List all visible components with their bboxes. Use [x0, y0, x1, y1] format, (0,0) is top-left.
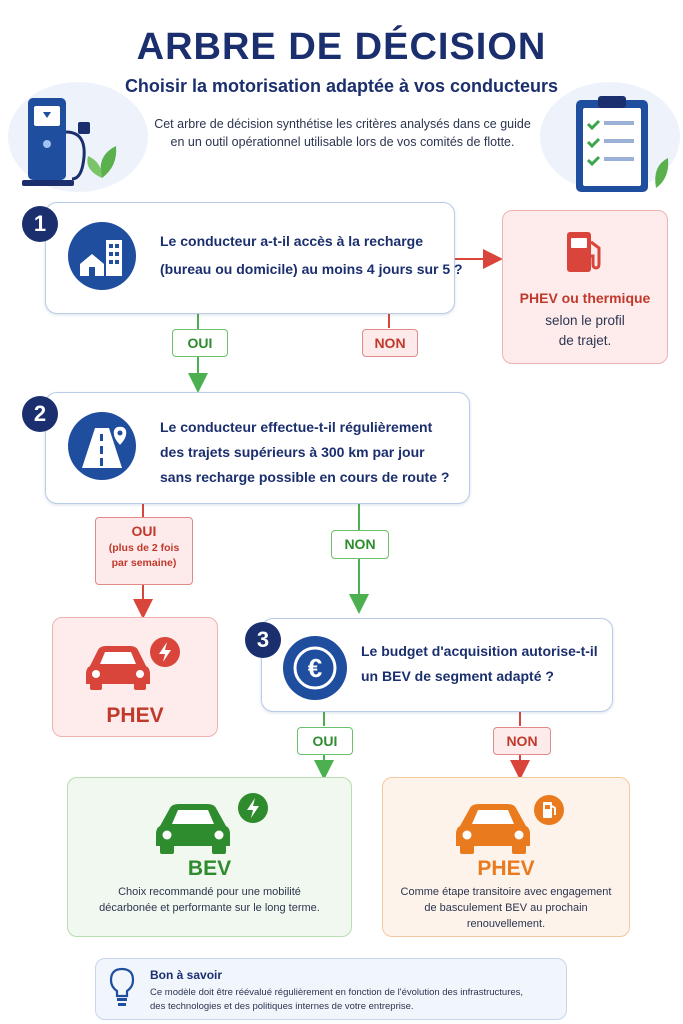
tip-box	[95, 958, 567, 1020]
result-card-phev-transitoire	[382, 777, 630, 937]
fuel-pump-icon	[567, 232, 601, 272]
step-number-3: 3	[245, 622, 281, 658]
tip-title: Bon à savoir	[150, 968, 223, 982]
result-desc-line: Choix recommandé pour une mobilité	[118, 886, 301, 898]
question-text-1: Le conducteur a-t-il accès à la recharge…	[160, 230, 463, 280]
result-title-phev-transitoire: PHEV	[477, 857, 535, 880]
result-desc-phev-transitoire: Comme étape transitoire avec engagement …	[382, 884, 630, 932]
question-line: Le conducteur effectue-t-il régulièremen…	[160, 419, 433, 435]
car-red-icon	[86, 646, 150, 690]
result-title-bev: BEV	[187, 857, 232, 880]
question-box-1	[45, 202, 455, 314]
result-title-phev-thermique: PHEV ou thermique	[519, 290, 651, 306]
branch-label-q1-no: NON	[362, 329, 418, 357]
result-card-bev	[67, 777, 352, 937]
page-title: ARBRE DE DÉCISION	[136, 26, 547, 68]
branch-label-text: OUI	[131, 523, 157, 539]
question-line: des trajets supérieurs à 300 km par jour	[160, 444, 425, 460]
result-desc-line: renouvellement.	[466, 918, 546, 930]
step-number-1: 1	[22, 206, 58, 242]
road-pin-icon	[68, 412, 136, 480]
result-desc-line: selon le profil	[545, 313, 625, 328]
euro-icon: €	[283, 636, 347, 700]
result-desc-phev-thermique: selon le profil de trajet.	[502, 311, 668, 351]
branch-label-q3-yes: OUI	[297, 727, 353, 755]
step-number-2: 2	[22, 396, 58, 432]
question-line: un BEV de segment adapté ?	[361, 668, 554, 684]
result-desc-line: décarbonée et performante sur le long te…	[99, 902, 320, 914]
intro-line: en un outil opérationnel utilisable lors…	[170, 135, 515, 149]
question-text-3: Le budget d'acquisition autorise-t-il un…	[361, 640, 598, 687]
question-line: Le budget d'acquisition autorise-t-il	[361, 643, 598, 659]
branch-label-q3-no: NON	[493, 727, 551, 755]
branch-label-note: (plus de 2 fois	[108, 542, 180, 554]
result-desc-line: de basculement BEV au prochain	[424, 902, 588, 914]
question-line: sans recharge possible en cours de route…	[160, 469, 450, 485]
branch-label-note: par semaine)	[111, 557, 177, 569]
question-line: Le conducteur a-t-il accès à la recharge	[160, 233, 423, 249]
tip-line: des technologies et des politiques inter…	[150, 1001, 414, 1012]
result-desc-bev: Choix recommandé pour une mobilité décar…	[67, 884, 352, 916]
clipboard-checklist-icon	[576, 96, 669, 192]
charging-station-icon	[22, 98, 117, 186]
intro-text: Cet arbre de décision synthétise les cri…	[140, 115, 545, 151]
svg-text:€: €	[308, 653, 322, 683]
branch-label-q1-yes: OUI	[172, 329, 228, 357]
page-subtitle: Choisir la motorisation adaptée à vos co…	[124, 76, 559, 96]
tip-line: Ce modèle doit être réévalué régulièreme…	[150, 987, 524, 998]
lightning-badge-icon	[238, 793, 268, 823]
result-desc-line: de trajet.	[558, 333, 612, 348]
building-house-icon	[68, 222, 136, 290]
car-orange-icon	[456, 804, 530, 854]
branch-label-q2-yes: OUI (plus de 2 fois par semaine)	[95, 517, 193, 585]
car-green-icon	[156, 804, 230, 854]
lightbulb-icon	[109, 967, 135, 1006]
question-text-2: Le conducteur effectue-t-il régulièremen…	[160, 416, 449, 488]
branch-label-q2-no: NON	[331, 530, 389, 559]
fuel-pump-badge-icon	[534, 795, 564, 825]
result-title-phev: PHEV	[106, 704, 164, 727]
electric-fuel-badge-icon	[150, 637, 180, 667]
intro-line: Cet arbre de décision synthétise les cri…	[154, 117, 531, 131]
result-desc-line: Comme étape transitoire avec engagement	[400, 886, 612, 898]
question-line: (bureau ou domicile) au moins 4 jours su…	[160, 261, 463, 277]
